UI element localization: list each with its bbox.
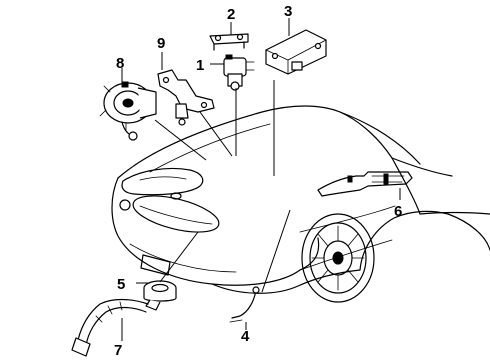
callout-9: 9 [157, 35, 165, 52]
front-wheel [301, 213, 375, 303]
callout-2: 2 [227, 6, 235, 23]
callout-1: 1 [196, 57, 204, 74]
part-4-rod [229, 286, 260, 323]
part-3-module [265, 29, 327, 75]
callout-8: 8 [116, 55, 124, 72]
part-9-bracket [157, 69, 215, 126]
part-1-solenoid [223, 54, 255, 91]
leader-lines [121, 18, 401, 341]
callout-4: 4 [241, 328, 250, 345]
part-8-pump [99, 81, 157, 141]
callout-3: 3 [284, 3, 292, 20]
part-6-hose-assembly [317, 171, 413, 197]
callout-5: 5 [117, 276, 125, 293]
part-5-valve [143, 280, 177, 311]
part-7-hose [71, 298, 149, 357]
part-2-bracket [209, 33, 249, 51]
callout-7: 7 [114, 342, 122, 359]
callout-6: 6 [394, 203, 402, 220]
car-body [111, 105, 490, 294]
callouts: 1 2 3 4 5 6 7 8 9 [114, 3, 402, 359]
